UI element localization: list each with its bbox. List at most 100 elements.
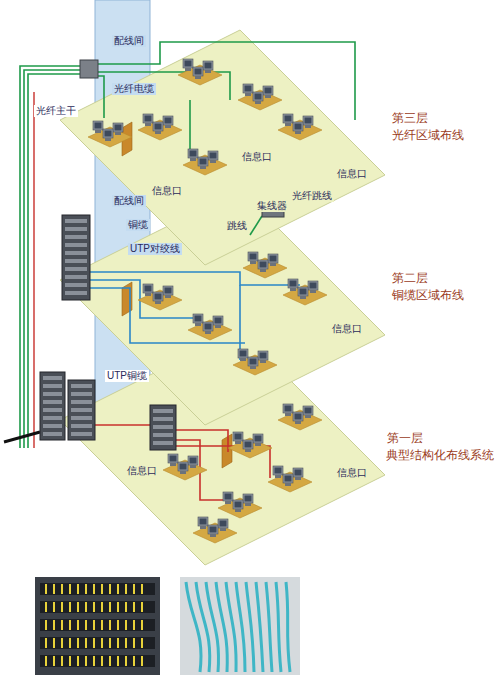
monitor	[223, 492, 233, 501]
monitor	[233, 500, 243, 509]
monitor	[153, 292, 163, 301]
keyboard	[310, 290, 316, 293]
patch-cord	[109, 584, 111, 594]
floor-cable	[90, 288, 245, 343]
label-holder: 跳线	[225, 215, 249, 233]
patch-cord	[125, 656, 127, 666]
patch-cord	[69, 584, 71, 594]
monitor-screen	[180, 464, 187, 470]
patch-cord	[117, 620, 119, 630]
monitor	[163, 286, 173, 295]
patch-cord	[85, 584, 87, 594]
keyboard	[200, 166, 206, 169]
label-holder: 信息口	[330, 318, 364, 336]
patch-cord	[77, 602, 79, 612]
floor-title: 第一层	[385, 431, 425, 445]
floor-title: 光纤区域布线	[390, 128, 466, 142]
patch-cord	[141, 620, 143, 630]
monitor-screen	[185, 61, 192, 67]
monitor-screen	[205, 324, 212, 330]
keyboard	[240, 358, 246, 361]
keyboard	[245, 93, 251, 96]
keyboard	[95, 130, 101, 133]
callout-label: 配线间	[112, 35, 146, 47]
monitor-screen	[210, 527, 217, 533]
patch-cord	[53, 656, 55, 666]
monitor-screen	[95, 123, 102, 129]
monitor	[213, 316, 223, 325]
rack-unit	[71, 432, 92, 436]
patch-cord	[45, 602, 47, 612]
monitor-screen	[115, 125, 122, 131]
monitor-screen	[260, 262, 267, 268]
callout-label: 信息口	[125, 465, 159, 477]
floor-title: 典型结构化布线系统	[384, 448, 496, 462]
keyboard	[210, 534, 216, 537]
incoming-cable	[4, 432, 40, 442]
monitor	[293, 412, 303, 421]
keyboard	[145, 123, 151, 126]
keyboard	[260, 360, 266, 363]
monitor-screen	[310, 283, 317, 289]
monitor-screen	[260, 353, 267, 359]
label-holder: 信息口	[240, 146, 274, 164]
patch-cord	[45, 584, 47, 594]
keyboard	[235, 509, 241, 512]
keyboard	[210, 160, 216, 163]
monitor	[293, 122, 303, 131]
monitor	[103, 129, 113, 138]
equipment-rack	[68, 380, 95, 440]
keyboard	[295, 477, 301, 480]
keyboard	[215, 325, 221, 328]
monitor-screen	[165, 288, 172, 294]
cable-bundle	[236, 582, 245, 672]
monitor-screen	[305, 408, 312, 414]
monitor-screen	[285, 476, 292, 482]
patch-cord	[101, 638, 103, 648]
floor-plane	[60, 30, 385, 265]
fiber-patch-box	[80, 60, 98, 78]
monitor	[258, 351, 268, 360]
keyboard	[185, 68, 191, 71]
label-holder: 配线间	[112, 30, 146, 48]
monitor-screen	[295, 470, 302, 476]
patch-cord	[117, 656, 119, 666]
keyboard	[255, 443, 261, 446]
patch-panel-row	[40, 655, 155, 667]
keyboard	[245, 503, 251, 506]
monitor-screen	[210, 153, 217, 159]
monitor	[253, 434, 263, 443]
patch-cord	[133, 602, 135, 612]
patch-cord	[109, 602, 111, 612]
rack-unit	[65, 275, 87, 279]
monitor-screen	[245, 496, 252, 502]
keyboard	[265, 95, 271, 98]
keyboard	[105, 138, 111, 141]
monitor-screen	[250, 359, 257, 365]
monitor	[153, 122, 163, 131]
patch-cord	[117, 584, 119, 594]
rack-unit	[71, 408, 92, 412]
keyboard	[285, 483, 291, 486]
rack-unit	[71, 416, 92, 420]
cable-bundle	[216, 582, 227, 672]
label-holder: 铜缆区域布线	[390, 285, 466, 303]
floor-cable	[250, 216, 262, 235]
rack-unit	[65, 251, 87, 255]
patch-cord	[133, 656, 135, 666]
keyboard	[155, 131, 161, 134]
monitor	[113, 123, 123, 132]
label-holder: 铜缆	[126, 214, 150, 232]
patch-cord	[85, 656, 87, 666]
cable-bundle	[266, 582, 272, 672]
label-holder: 光纤区域布线	[390, 125, 466, 143]
rack-unit	[65, 283, 87, 287]
label-holder: 信息口	[335, 163, 369, 181]
monitor	[303, 116, 313, 125]
monitor-screen	[215, 318, 222, 324]
rack-unit	[153, 433, 173, 437]
cable-bundle	[256, 582, 263, 672]
copper-riser	[33, 92, 34, 448]
floor-cable	[176, 430, 228, 452]
